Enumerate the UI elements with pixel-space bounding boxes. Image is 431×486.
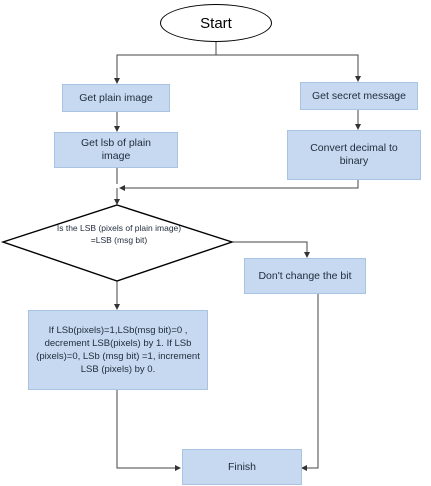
start-node: Start [160,4,272,42]
decision-diamond [0,204,235,282]
convert-decimal-box: Convert decimal to binary [287,130,421,180]
get-plain-image-box: Get plain image [62,84,170,112]
get-lsb-plain-image-box: Get lsb of plain image [54,132,178,168]
edge-decision-right [232,241,310,258]
finish-box: Finish [182,449,302,485]
edge-start-right [216,54,361,82]
edge-convert-to-merge [119,180,359,191]
edge-dontchange-to-finish [301,294,319,471]
edge-start-split [114,42,217,84]
get-secret-message-box: Get secret message [300,82,418,110]
lsb-rule-box: If LSb(pixels)=1,LSb(msg bit)=0 , decrem… [28,310,208,390]
decision-text: Is the LSB (pixels of plain image) =LSB … [56,223,182,245]
edge-rule-to-finish [116,390,181,471]
dont-change-bit-box: Don't change the bit [244,258,366,294]
